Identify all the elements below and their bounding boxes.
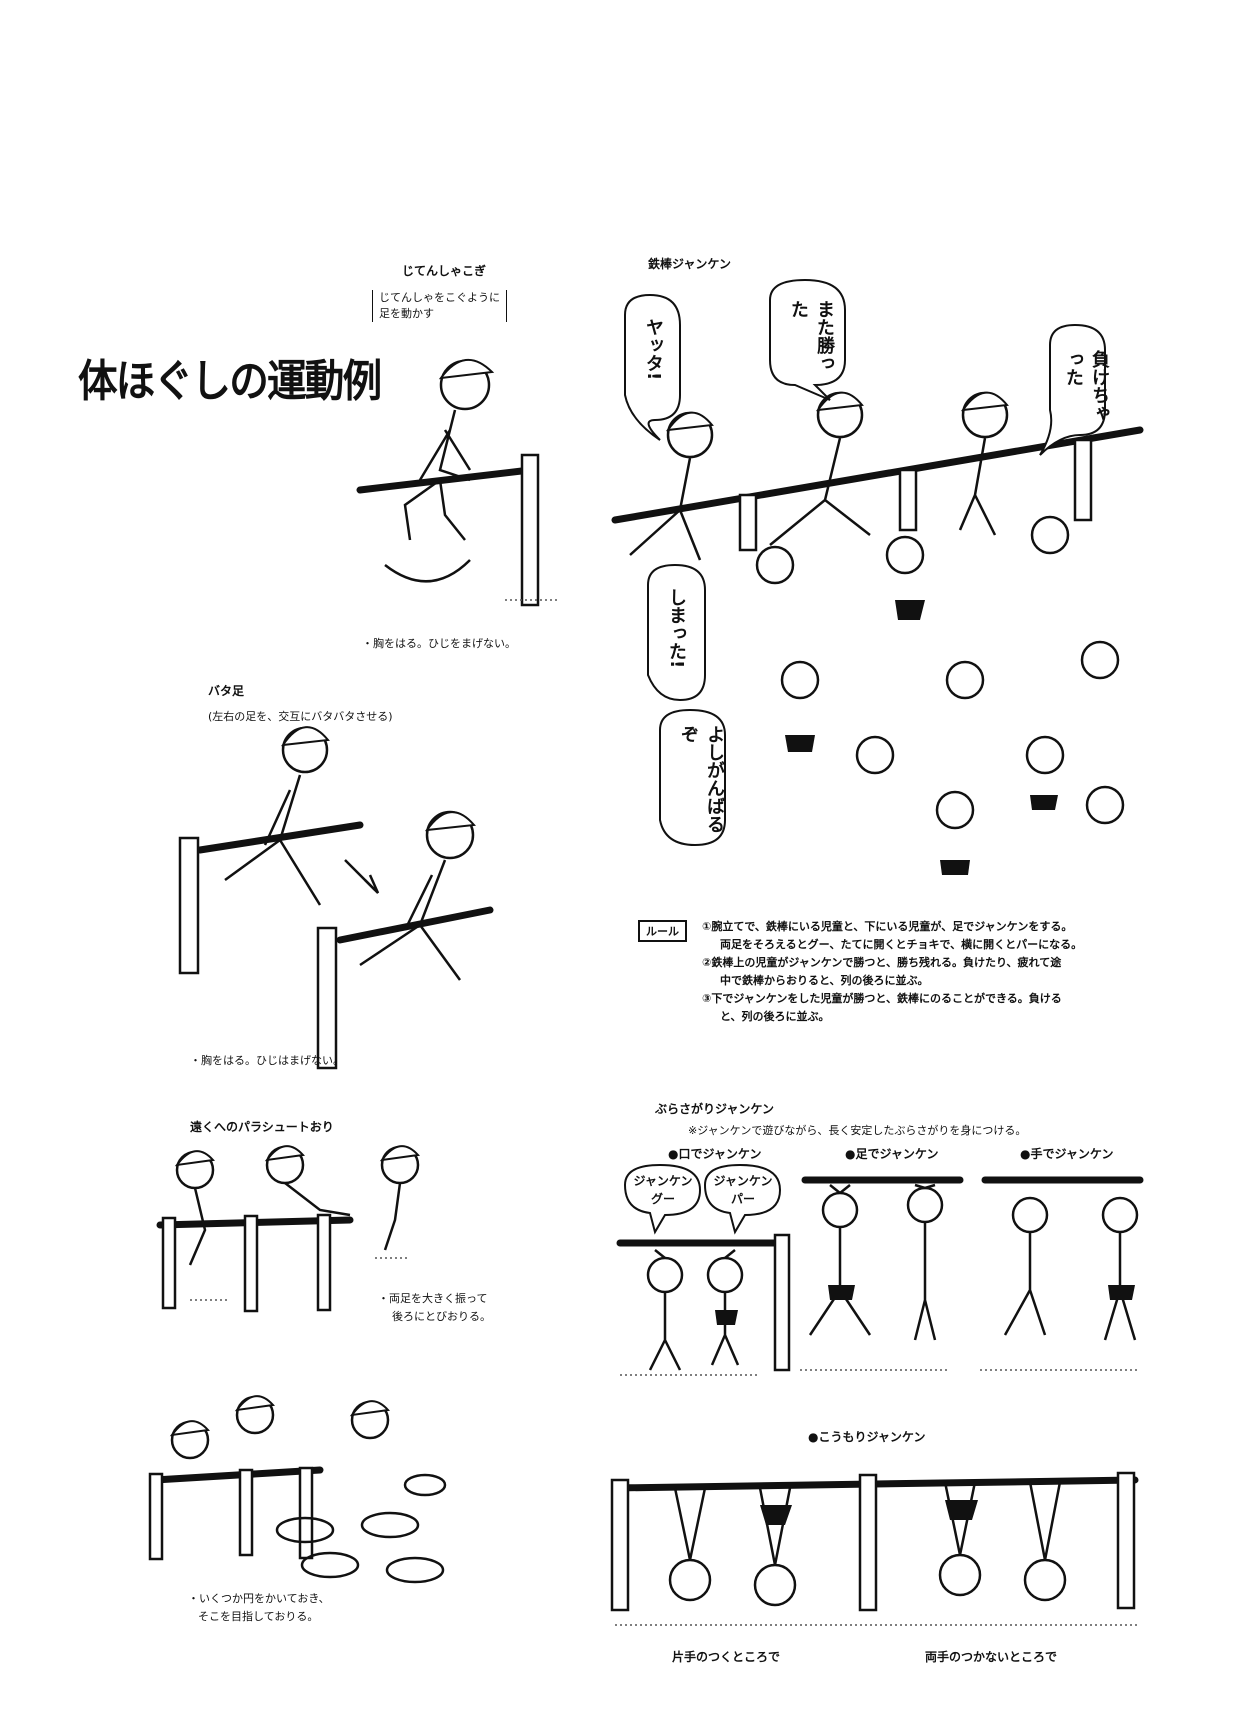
circle-landing-note-line1: ・いくつか円をかいておき、	[188, 1592, 330, 1605]
foot-janken-label: ●足でジャンケン	[845, 1147, 939, 1161]
bicycle-kick-note: ・胸をはる。ひじをまげない。	[362, 637, 516, 650]
bubble-shimatta: しまった!	[666, 588, 687, 669]
rule-3-line1: ③下でジャンケンをした児童が勝つと、鉄棒にのることができる。負ける	[702, 992, 1062, 1005]
bar-janken-heading: 鉄棒ジャンケン	[648, 257, 732, 271]
circle-landing-illustration	[148, 1395, 447, 1584]
hanging-janken-heading: ぶらさがりジャンケン	[655, 1102, 775, 1116]
parachute-jump-note: ・両足を大きく振って 後ろにとびおりる。	[378, 1290, 491, 1326]
rule-2-line2: 中で鉄棒からおりると、列の後ろに並ぶ。	[720, 974, 929, 987]
circle-landing-note-line2: そこを目指しておりる。	[198, 1610, 319, 1623]
page-title: 体ほぐしの運動例	[78, 356, 382, 407]
flutter-kick-illustration	[178, 726, 494, 1070]
hanging-janken-note: ※ジャンケンで遊びながら、長く安定したぶらさがりを身につける。	[688, 1124, 1027, 1137]
rule-2-line1: ②鉄棒上の児童がジャンケンで勝つと、勝ち残れる。負けたり、疲れて途	[702, 956, 1062, 969]
flutter-kick-heading: バタ足	[208, 684, 245, 698]
bubble-yoshi: よしがんばるぞ	[678, 725, 725, 833]
rules-text: ①腕立てで、鉄棒にいる児童と、下にいる児童が、足でジャンケンをする。 両足をそろ…	[702, 918, 1082, 1026]
bicycle-kick-illustration	[356, 358, 560, 607]
circle-landing-note: ・いくつか円をかいておき、 そこを目指しておりる。	[188, 1590, 330, 1626]
bat-janken-caption-right: 両手のつかないところで	[925, 1650, 1058, 1664]
rule-label: ルール	[638, 920, 687, 942]
parachute-jump-illustration	[156, 1145, 421, 1313]
bat-janken-caption-left: 片手のつくところで	[672, 1650, 781, 1664]
bicycle-kick-description-line1: じてんしゃをこぐように	[379, 291, 500, 304]
bubble-yatta: ヤッタ!	[643, 318, 664, 381]
flutter-kick-description: (左右の足を、交互にバタバタさせる)	[208, 710, 393, 723]
parachute-jump-note-line1: ・両足を大きく振って	[378, 1292, 488, 1305]
bicycle-kick-description: じてんしゃをこぐように 足を動かす	[372, 290, 507, 322]
rule-1-line2: 両足をそろえるとグー、たてに開くとチョキで、横に開くとパーになる。	[720, 938, 1083, 951]
bicycle-kick-heading: じてんしゃこぎ	[402, 264, 487, 278]
bat-janken-heading: ●こうもりジャンケン	[808, 1430, 926, 1444]
hand-janken-label: ●手でジャンケン	[1020, 1147, 1114, 1161]
rule-1-line1: ①腕立てで、鉄棒にいる児童と、下にいる児童が、足でジャンケンをする。	[702, 920, 1073, 933]
parachute-jump-heading: 遠くへのパラシュートおり	[190, 1120, 334, 1134]
bubble-makechatta: 負けちゃった	[1063, 350, 1110, 422]
bubble-janken-paa: ジャンケンパー	[713, 1174, 773, 1206]
bubble-janken-guu: ジャンケングー	[633, 1174, 693, 1206]
hanging-janken-illustration	[616, 1163, 1144, 1376]
bat-hang-janken-illustration	[610, 1471, 1140, 1626]
bubble-mata-katta: また勝った	[788, 300, 835, 372]
flutter-kick-note: ・胸をはる。ひじはまげない。	[190, 1054, 344, 1067]
mouth-janken-label: ●口でジャンケン	[668, 1147, 762, 1161]
bar-janken-illustration	[611, 278, 1144, 875]
rule-3-line2: と、列の後ろに並ぶ。	[720, 1010, 830, 1023]
parachute-jump-note-line2: 後ろにとびおりる。	[392, 1310, 491, 1323]
bicycle-kick-description-line2: 足を動かす	[379, 307, 434, 320]
